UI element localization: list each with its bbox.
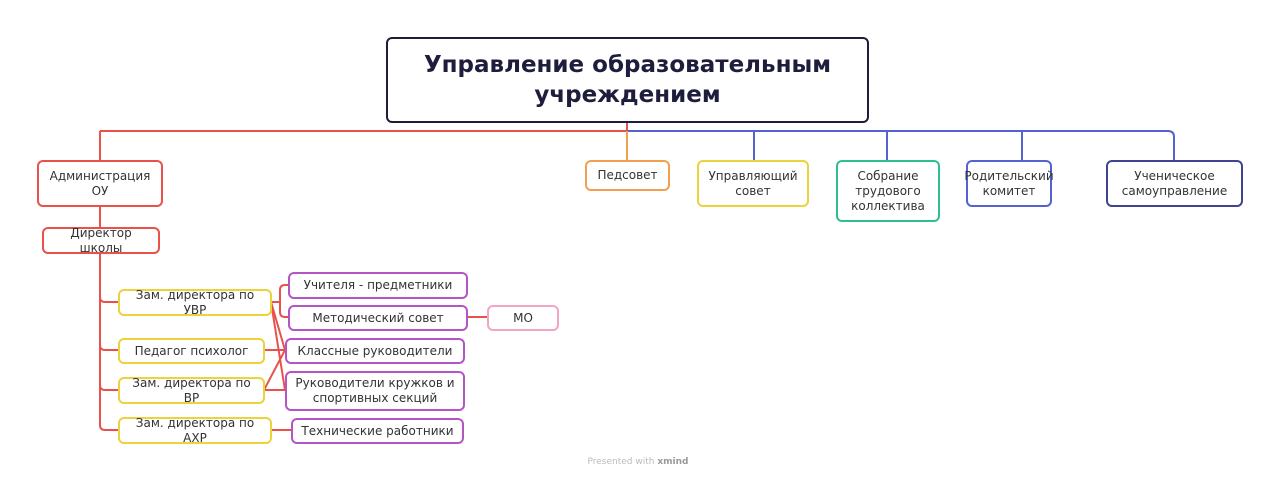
node-governing-council[interactable]: Управляющий совет: [697, 160, 809, 207]
node-psychologist[interactable]: Педагог психолог: [118, 338, 265, 364]
node-staff-meeting[interactable]: Собрание трудового коллектива: [836, 160, 940, 222]
footer-prefix: Presented with: [587, 457, 655, 467]
node-administration[interactable]: Администрация ОУ: [37, 160, 163, 207]
node-class-teachers[interactable]: Классные руководители: [285, 338, 465, 364]
node-parent-committee[interactable]: Родительский комитет: [964, 160, 1054, 207]
root-node[interactable]: Управление образовательным учреждением: [386, 37, 869, 123]
node-subject-teachers[interactable]: Учителя - предметники: [288, 272, 468, 299]
node-student-government[interactable]: Ученическое самоуправление: [1106, 160, 1243, 207]
footer: Presented with xmind: [0, 457, 1276, 467]
node-deputy-uvr[interactable]: Зам. директора по УВР: [118, 288, 272, 317]
node-pedsovet[interactable]: Педсовет: [585, 160, 670, 191]
node-director[interactable]: Директор школы: [42, 226, 160, 255]
node-deputy-ahr[interactable]: Зам. директора по АХР: [118, 416, 272, 445]
node-methodical-council[interactable]: Методический совет: [288, 305, 468, 331]
node-mo[interactable]: МО: [487, 305, 559, 331]
node-deputy-vr[interactable]: Зам. директора по ВР: [118, 376, 265, 405]
xmind-logo: xmind: [657, 457, 689, 467]
node-technical-staff[interactable]: Технические работники: [291, 418, 464, 444]
node-club-leaders[interactable]: Руководители кружков и спортивных секций: [285, 371, 465, 411]
